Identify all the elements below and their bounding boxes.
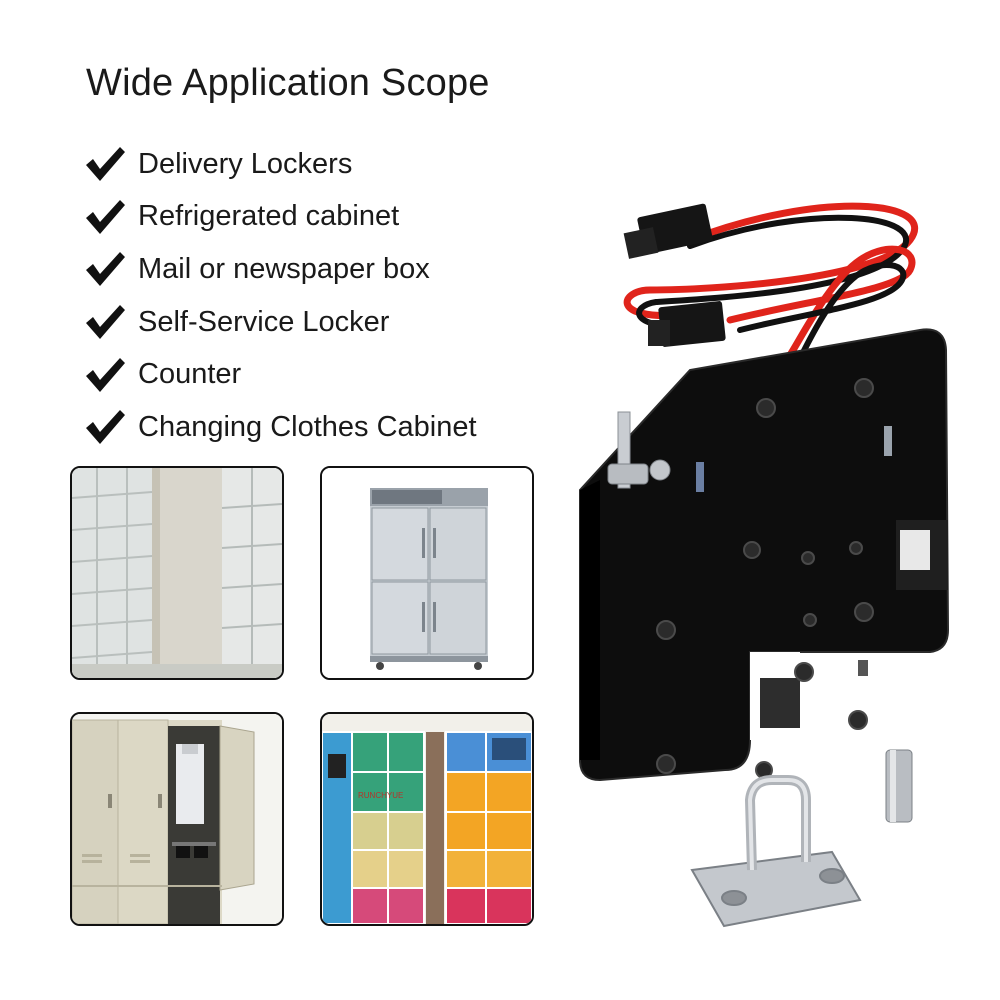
delivery-lockers-photo	[70, 466, 284, 680]
application-label: Changing Clothes Cabinet	[138, 410, 477, 443]
application-item: Mail or newspaper box	[84, 243, 477, 296]
application-item: Self-Service Locker	[84, 296, 477, 349]
application-item: Changing Clothes Cabinet	[84, 401, 477, 454]
application-label: Refrigerated cabinet	[138, 200, 400, 233]
self-service-locker-photo: RUNCHYUE	[320, 712, 534, 926]
checkmark-icon	[86, 410, 125, 445]
checkmark-icon	[86, 199, 125, 234]
application-label: Self-Service Locker	[138, 305, 390, 338]
locker-brand-text: RUNCHYUE	[358, 791, 403, 800]
checkmark-icon	[86, 305, 125, 340]
application-label: Delivery Lockers	[138, 147, 353, 180]
refrigerated-cabinet-photo	[320, 466, 534, 680]
application-label: Mail or newspaper box	[138, 252, 430, 285]
checkmark-icon	[86, 357, 125, 392]
changing-clothes-cabinet-photo	[70, 712, 284, 926]
checkmark-icon	[86, 147, 125, 182]
application-item: Counter	[84, 348, 477, 401]
checkmark-icon	[86, 252, 125, 287]
page-title: Wide Application Scope	[86, 62, 490, 104]
application-list: Delivery Lockers Refrigerated cabinet Ma…	[84, 138, 477, 454]
strike-plate	[690, 775, 862, 928]
application-item: Refrigerated cabinet	[84, 191, 477, 244]
application-item: Delivery Lockers	[84, 138, 477, 191]
electronic-lock-product-image	[560, 180, 980, 940]
wire-connector-top	[623, 203, 713, 259]
wire-connector-bottom	[648, 301, 726, 347]
application-label: Counter	[138, 358, 242, 391]
